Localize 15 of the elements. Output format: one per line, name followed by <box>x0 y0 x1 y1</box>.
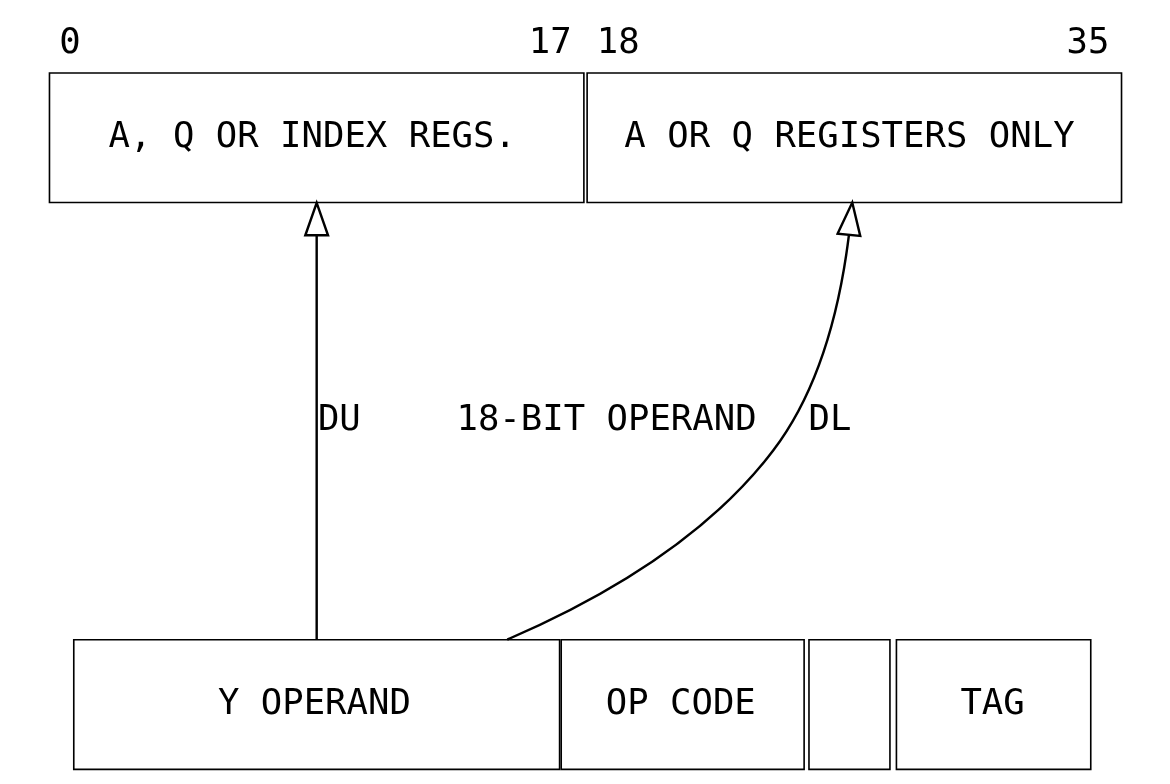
arrow <box>506 198 862 641</box>
node-box: TAG <box>895 638 1092 771</box>
node-box: A OR Q REGISTERS ONLY <box>585 72 1122 204</box>
node-label: 35 <box>1065 19 1109 61</box>
node-box: A, Q OR INDEX REGS. <box>48 72 585 204</box>
node-label: 18 <box>596 19 640 61</box>
node-label: 0 <box>58 19 81 61</box>
node-box: Y OPERAND <box>72 638 560 771</box>
edge-label: DU <box>317 397 361 439</box>
edge-label: DL <box>808 397 851 439</box>
node-box <box>807 638 891 771</box>
node-label: 17 <box>528 19 572 61</box>
arrow <box>303 199 330 640</box>
label: 18-BIT OPERAND <box>455 397 757 439</box>
node-box: OP CODE <box>559 638 805 771</box>
